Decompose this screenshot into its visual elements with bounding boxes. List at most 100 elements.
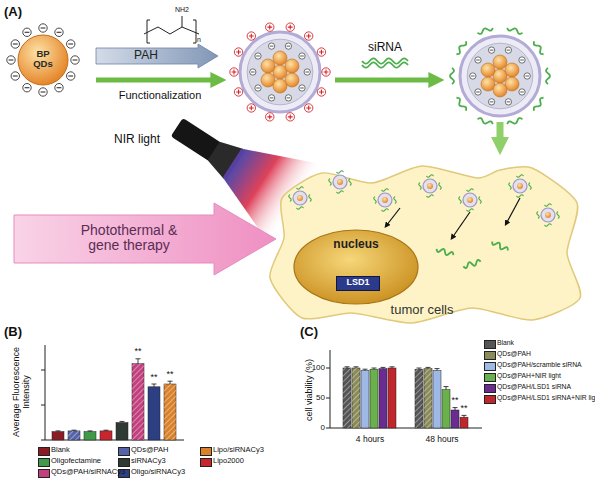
sirna-strand [349, 179, 351, 186]
sirna-strand [533, 40, 546, 55]
charge-circle [247, 32, 255, 40]
chart-bar [52, 432, 64, 440]
minus-charge [475, 89, 481, 95]
amine-bond [182, 16, 183, 27]
sirna-strand [545, 224, 552, 226]
legend-swatch [38, 447, 50, 456]
axis-title: Average Fluorescence Intensity [12, 342, 32, 442]
legend-text: Oligo/siRNACy3 [131, 468, 185, 476]
chart-bar [100, 431, 112, 440]
mini-core [297, 195, 303, 201]
error-bar [152, 384, 157, 387]
minus-charge [470, 73, 476, 79]
charge-sign [68, 75, 73, 76]
sirna-strand [467, 209, 474, 211]
sirna-strand [533, 97, 546, 112]
plus-charge [304, 32, 312, 40]
sirna-strand [427, 195, 434, 197]
charge-sign [471, 76, 475, 77]
bar-hatch [343, 368, 351, 428]
charge-circle [268, 43, 274, 49]
minus-charge [55, 84, 63, 92]
minus-charge [39, 88, 47, 96]
chart-bar [84, 432, 96, 440]
chart-bar [424, 369, 432, 428]
charge-sign [288, 25, 293, 30]
legend-swatch [118, 447, 130, 456]
particle-core [467, 43, 533, 109]
plus-charge [234, 88, 242, 96]
charge-circle [55, 84, 63, 92]
axis-tick [41, 405, 45, 406]
charge-sign [41, 27, 46, 28]
quantum-dot-circle: BP QDs [17, 34, 69, 86]
error-bar [136, 359, 141, 364]
chart-axis [330, 350, 482, 428]
charge-sign [476, 91, 480, 92]
particle-shell [460, 36, 540, 116]
quantum-dot [493, 83, 507, 97]
charge-sign [300, 56, 304, 57]
nanoparticle [230, 23, 330, 121]
mini-particle [329, 171, 351, 193]
charge-circle [266, 113, 274, 121]
charge-circle [23, 84, 31, 92]
sirna-strand [517, 195, 524, 197]
legend-text: QDs@PAH [497, 351, 531, 358]
axis-tick [41, 370, 45, 371]
minus-charge [67, 72, 75, 80]
mini-shell [293, 191, 307, 205]
charge-sign [249, 106, 254, 111]
charge-circle [286, 23, 294, 31]
text-label: NIR light [114, 133, 160, 146]
minus-charge [67, 40, 75, 48]
sirna-strand [509, 183, 511, 190]
chart-bar [415, 369, 423, 428]
charge-sign [525, 76, 529, 77]
chart-bar [379, 369, 387, 428]
charge-sign [490, 101, 494, 102]
minus-charge [488, 47, 494, 53]
charge-sign [306, 34, 311, 39]
mini-shell [333, 175, 347, 189]
particle-core [247, 39, 313, 105]
plus-charge [322, 68, 330, 76]
legend-text: QDs@PAH/scramble siRNA [497, 362, 582, 369]
legend-swatch [484, 395, 496, 404]
text-label: 4 hours [356, 435, 384, 444]
mini-core [337, 179, 343, 185]
legend-text: Oligofectamine [51, 457, 101, 465]
node-text: nucleus [292, 238, 420, 251]
text-label: siRNA [368, 41, 402, 54]
legend-text: siRNACy3 [131, 457, 166, 465]
legend-swatch [484, 384, 496, 393]
bar-hatch [352, 368, 360, 428]
text-label: NH2 [175, 6, 189, 14]
plus-charge [286, 23, 294, 31]
legend-swatch [484, 362, 496, 371]
error-bar [417, 368, 422, 369]
sirna-strand [479, 197, 481, 204]
chart-bar [132, 364, 144, 440]
charge-sign [270, 97, 274, 98]
mini-shell [541, 208, 555, 222]
mini-core [427, 183, 433, 189]
charge-circle [247, 104, 255, 112]
charge-circle [11, 40, 19, 48]
legend-text: Blank [51, 446, 70, 454]
sirna-strand [546, 68, 550, 84]
text-label: ** [460, 404, 467, 414]
mini-particle [374, 189, 396, 211]
minus-charge [23, 28, 31, 36]
charge-sign [236, 50, 241, 55]
quantum-dot-shape [18, 35, 68, 85]
plus-charge [247, 104, 255, 112]
quantum-dot [481, 63, 495, 77]
charge-sign [267, 25, 272, 30]
charge-circle [255, 85, 261, 91]
chart-bar [116, 423, 128, 441]
charge-circle [304, 69, 310, 75]
mini-shell [513, 179, 527, 193]
text-label: 48 hours [425, 435, 458, 444]
charge-circle [234, 48, 242, 56]
